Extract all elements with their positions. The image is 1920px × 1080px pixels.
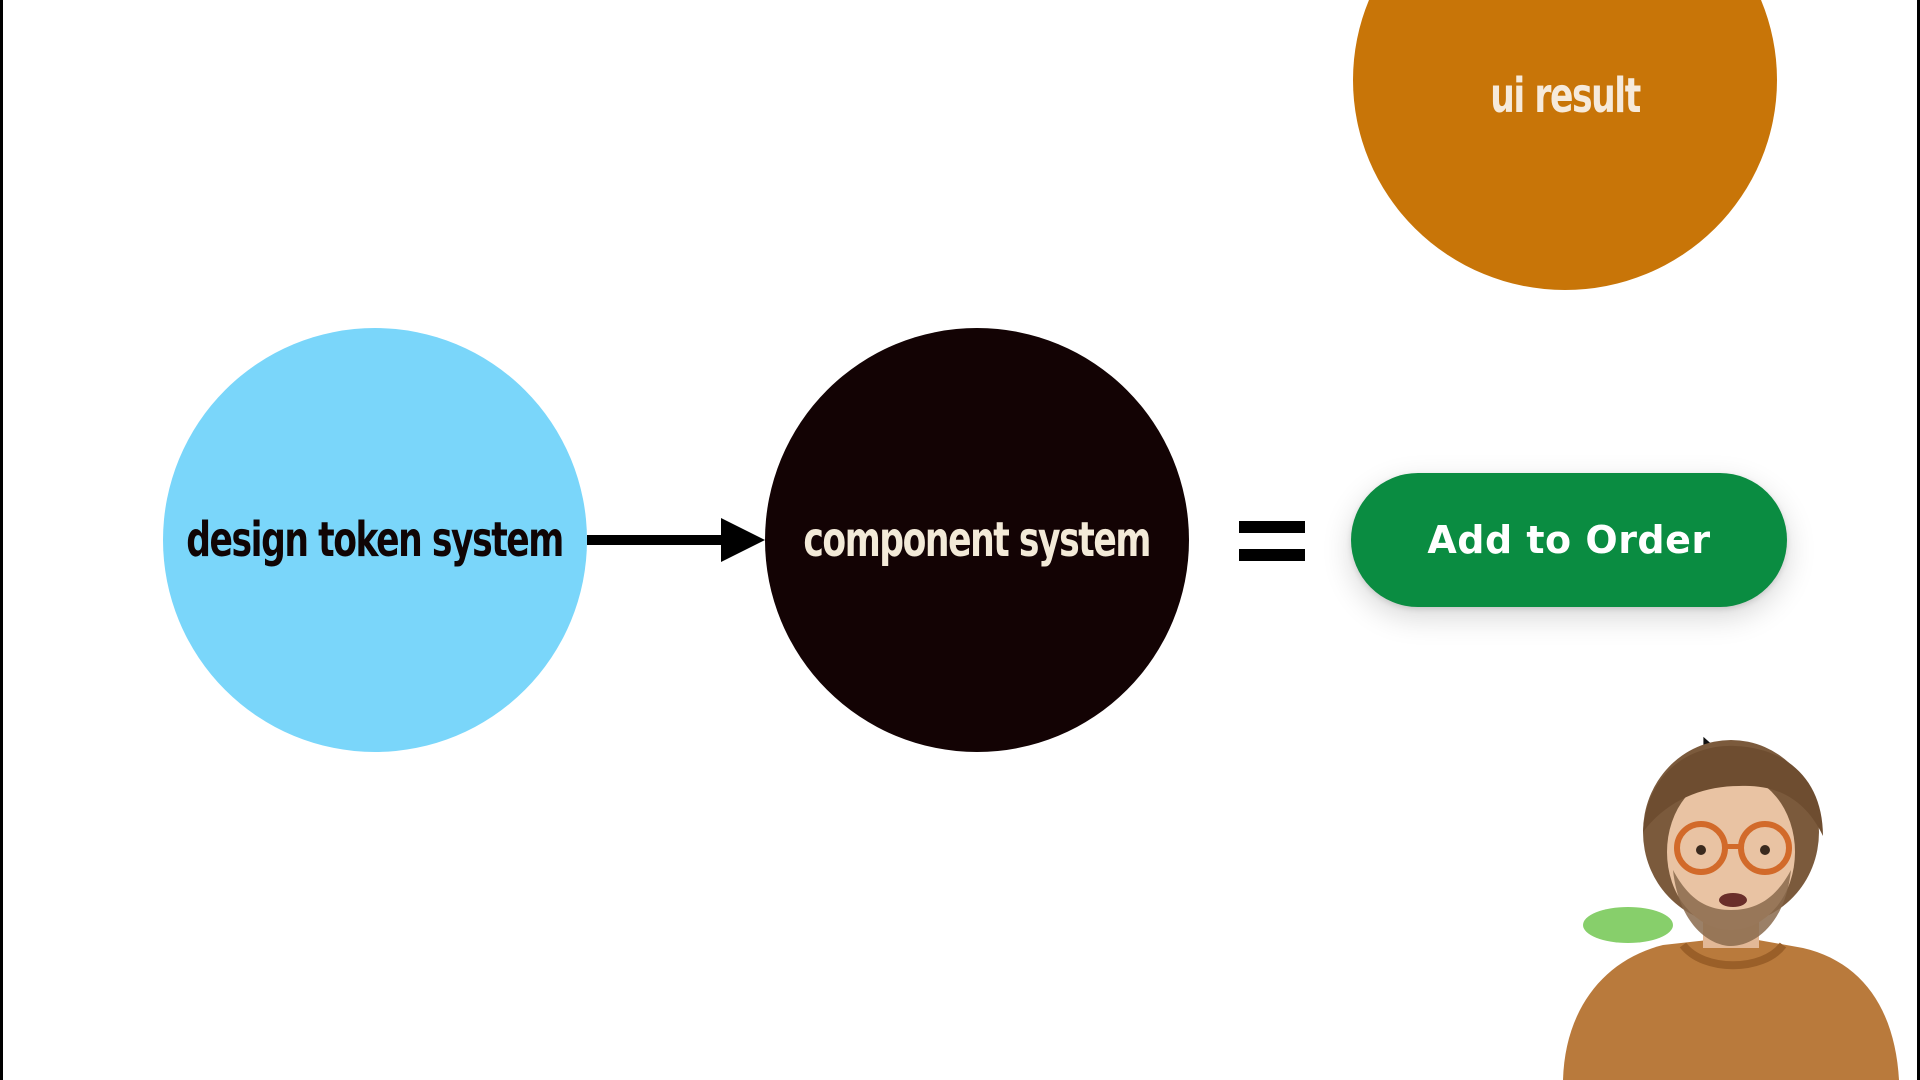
ui-result-label: ui result — [1490, 68, 1641, 124]
component-system-label: component system — [803, 512, 1152, 568]
design-token-system-label: design token system — [186, 512, 565, 568]
arrow-right-icon — [587, 518, 765, 562]
design-token-system-node: design token system — [163, 328, 587, 752]
presentation-slide: ui result design token system component … — [3, 0, 1917, 1080]
add-to-order-button[interactable]: Add to Order — [1351, 473, 1787, 607]
presenter-video-overlay — [1563, 740, 1899, 1080]
ui-result-node: ui result — [1353, 0, 1777, 290]
component-system-node: component system — [765, 328, 1189, 752]
equals-sign — [1239, 521, 1305, 561]
